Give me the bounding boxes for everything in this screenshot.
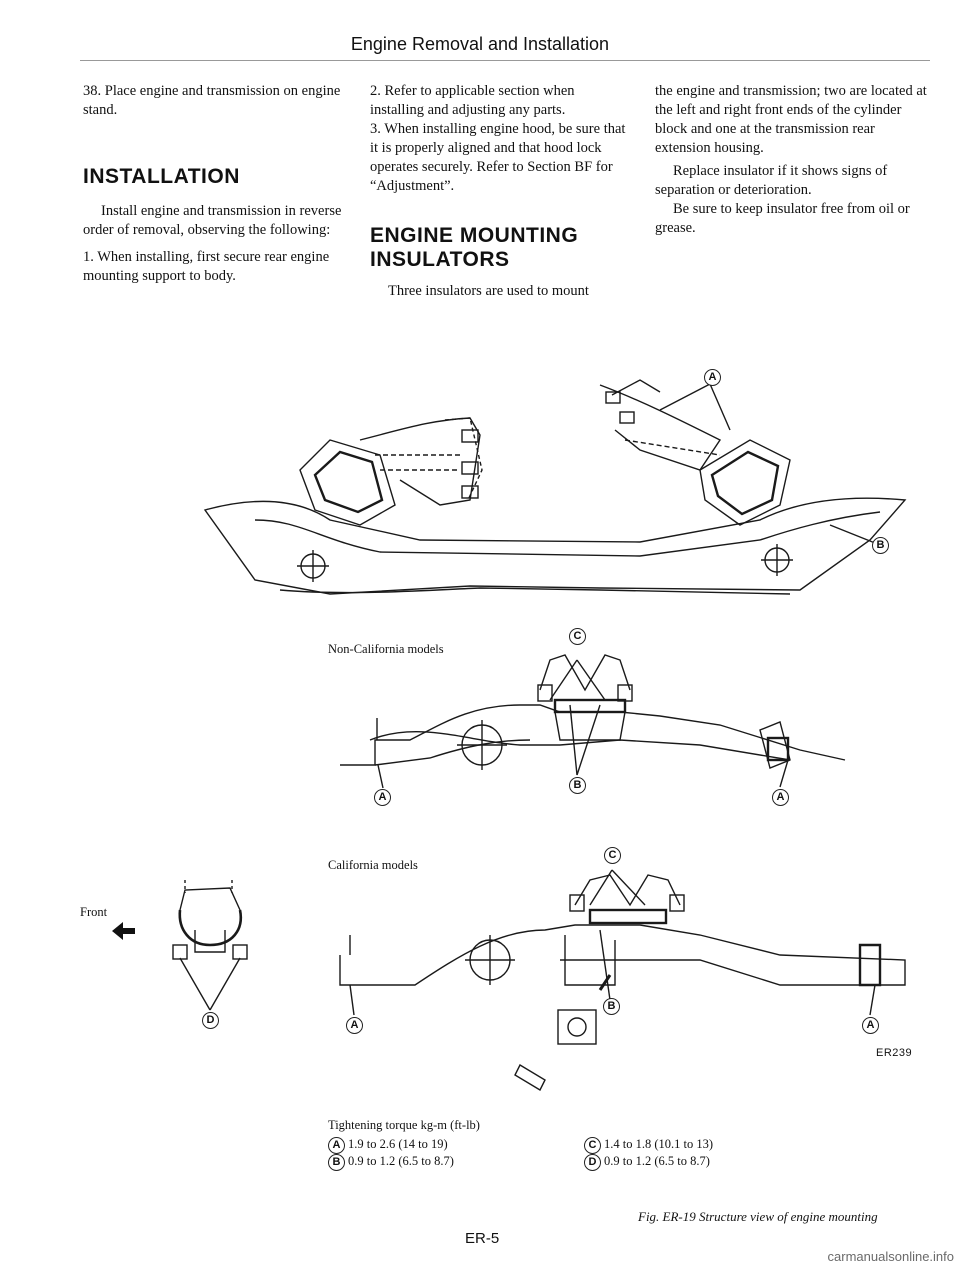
callout-b-non-california: B	[569, 777, 586, 794]
watermark: carmanualsonline.info	[827, 1249, 954, 1264]
front-arrow-icon	[112, 922, 135, 940]
heading-installation: INSTALLATION	[83, 165, 240, 188]
torque-callout-a: A	[328, 1137, 345, 1154]
keep-clean-para: Be sure to keep insulator free from oil …	[655, 201, 910, 236]
callout-a-california-right: A	[862, 1017, 879, 1034]
figure-code: ER239	[876, 1047, 913, 1059]
figure-caption: Fig. ER-19 Structure view of engine moun…	[638, 1209, 878, 1224]
torque-callout-b: B	[328, 1154, 345, 1171]
step-38: 38. Place engine and transmission on eng…	[83, 83, 341, 118]
column-2: 2. Refer to applicable section when inst…	[370, 82, 632, 301]
front-crossmember-drawing	[203, 379, 907, 595]
callout-a-non-california-right: A	[772, 789, 789, 806]
heading-engine-mounting: ENGINE MOUNTING INSULATORS	[370, 224, 579, 271]
torque-value-a: 1.9 to 2.6 (14 to 19)	[348, 1137, 448, 1151]
torque-value-c: 1.4 to 1.8 (10.1 to 13)	[604, 1137, 714, 1151]
replace-insulator-para: Replace insulator if it shows signs of s…	[655, 163, 888, 198]
step-3: 3. When installing engine hood, be sure …	[370, 121, 626, 194]
callout-c-non-california: C	[569, 628, 586, 645]
callout-b-top: B	[872, 537, 889, 554]
callout-b-california: B	[603, 998, 620, 1015]
callout-a-california-left: A	[346, 1017, 363, 1034]
column-1: 38. Place engine and transmission on eng…	[83, 82, 345, 286]
three-insulators-para: Three insulators are used to mount	[388, 283, 589, 299]
torque-title: Tightening torque kg-m (ft-lb)	[328, 1118, 480, 1132]
torque-callout-c: C	[584, 1137, 601, 1154]
callout-d: D	[202, 1012, 219, 1029]
insulator-location-para: the engine and transmission; two are loc…	[655, 83, 927, 156]
callout-a-top: A	[704, 369, 721, 386]
install-paragraph: Install engine and transmission in rever…	[83, 203, 342, 238]
non-california-drawing	[340, 654, 846, 789]
label-california: California models	[328, 858, 418, 872]
california-drawing	[339, 869, 906, 1091]
step-1: 1. When installing, first secure rear en…	[83, 249, 330, 284]
insulator-detail-d-drawing	[172, 880, 248, 1011]
torque-callout-d: D	[584, 1154, 601, 1171]
page-header: Engine Removal and Installation	[350, 34, 610, 54]
page-number: ER-5	[465, 1230, 500, 1247]
torque-value-d: 0.9 to 1.2 (6.5 to 8.7)	[604, 1154, 710, 1168]
label-non-california: Non-California models	[328, 642, 444, 656]
step-2: 2. Refer to applicable section when inst…	[370, 83, 575, 118]
label-front: Front	[80, 905, 108, 919]
callout-a-non-california-left: A	[374, 789, 391, 806]
column-3: the engine and transmission; two are loc…	[655, 82, 927, 238]
header-rule	[80, 60, 930, 61]
callout-c-california: C	[604, 847, 621, 864]
torque-value-b: 0.9 to 1.2 (6.5 to 8.7)	[348, 1154, 454, 1168]
